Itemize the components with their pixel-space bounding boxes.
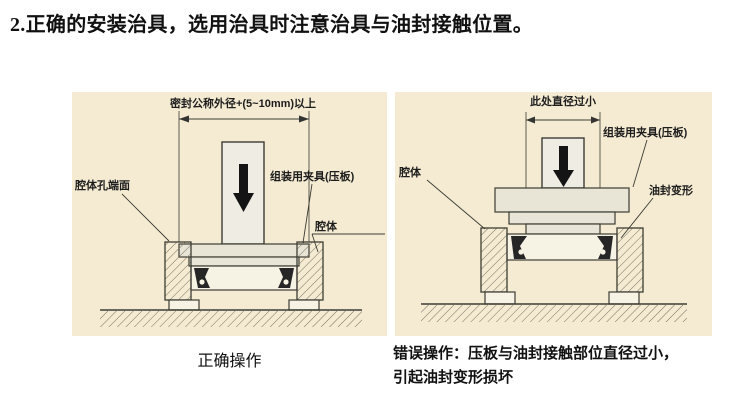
cavity-label: 腔体: [314, 219, 338, 233]
housing: [164, 241, 324, 311]
right-diagram-labels: 组装用夹具(压板) 腔体 油封变形: [398, 125, 693, 239]
press-shaft: [221, 141, 265, 245]
press-force-arrowhead-icon: [553, 170, 574, 187]
correct-operation-drawing: 密封公称外径+(5~10mm)以上: [74, 96, 385, 327]
cavity-label: 腔体: [398, 165, 422, 179]
press-force-arrow-icon: [239, 164, 248, 195]
press-shaft: [541, 137, 585, 189]
wrong-operation-caption-line2: 引起油封变形损坏: [393, 370, 514, 386]
deformed-oil-seal: [506, 233, 618, 261]
seal-deform-label: 油封变形: [649, 183, 693, 197]
ground-hatch: [100, 309, 362, 327]
fixture-plate: [178, 243, 310, 267]
dimension-label: 密封公称外径+(5~10mm)以上: [170, 96, 316, 110]
wrong-operation-caption: 错误操作：压板与油封接触部位直径过小， 引起油封变形损坏: [393, 342, 745, 390]
left-diagram-labels: 腔体孔端面 组装用夹具(压板) 腔体: [74, 169, 385, 253]
housing: [480, 227, 644, 305]
wrong-operation-panel: 此处直径过小: [395, 92, 712, 336]
page-title: 2.正确的安装治具，选用治具时注意治具与油封接触位置。: [10, 14, 534, 36]
correct-operation-panel: 密封公称外径+(5~10mm)以上: [72, 92, 387, 336]
press-force-arrow-icon: [559, 146, 568, 171]
oil-seal: [190, 265, 298, 291]
cavity-face-label: 腔体孔端面: [74, 178, 130, 192]
wrong-operation-drawing: 此处直径过小: [398, 94, 693, 322]
fixture-plate-label: 组装用夹具(压板): [603, 125, 688, 139]
dimension-arrow-right-icon: [591, 116, 600, 124]
fixture-plate: [494, 187, 630, 235]
correct-operation-caption: 正确操作: [197, 353, 262, 370]
dimension-arrow-left-icon: [526, 116, 535, 124]
dimension-arrow-left-icon: [179, 115, 189, 123]
small-diameter-label: 此处直径过小: [530, 94, 596, 108]
dimension-annotation: 密封公称外径+(5~10mm)以上: [170, 96, 316, 242]
ground-hatch: [421, 303, 687, 322]
press-force-arrowhead-icon: [233, 193, 254, 212]
wrong-operation-caption-line1: 错误操作：压板与油封接触部位直径过小，: [393, 346, 679, 362]
dimension-arrow-right-icon: [299, 115, 309, 123]
fixture-plate-label: 组装用夹具(压板): [270, 169, 355, 183]
